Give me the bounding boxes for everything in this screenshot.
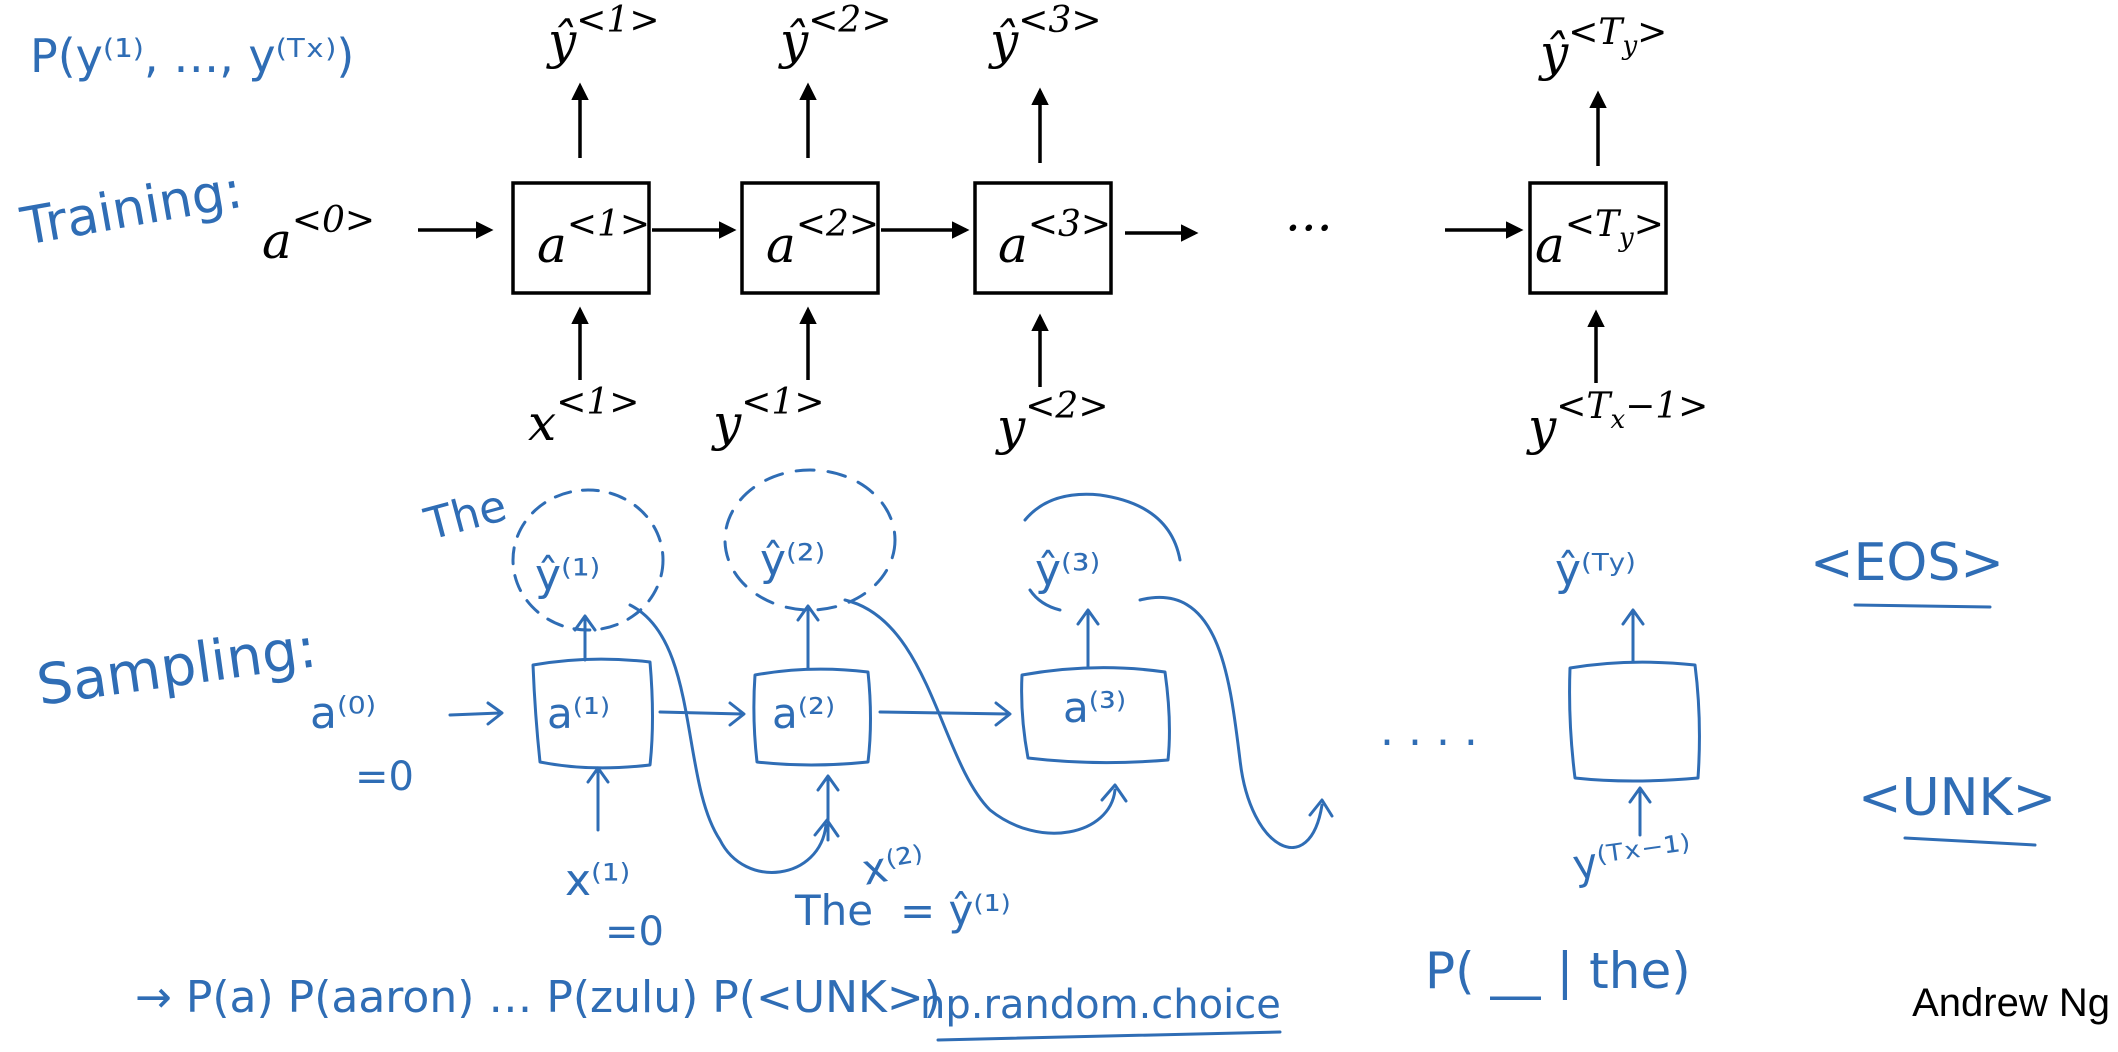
- hand-circle-yhat1: [511, 488, 665, 632]
- hand-feedback-1: [628, 603, 840, 874]
- hand-p-the: P( __ | the): [1425, 942, 1691, 1000]
- hand-sampling: Sampling:: [33, 615, 320, 718]
- hand-yhatty: ŷ⁽ᵀʸ⁾: [1555, 545, 1636, 596]
- hand-arrow-up-ty: [1621, 608, 1645, 664]
- hand-unk-underline: [1903, 836, 2037, 847]
- hand-yhat3: ŷ⁽³⁾: [1035, 545, 1100, 596]
- hand-cell-ty: [1568, 660, 1701, 783]
- label-yhat-3: ŷ<3>: [988, 0, 1101, 70]
- hand-the-2: The: [794, 886, 873, 935]
- hand-cell-2: [752, 667, 872, 767]
- rnn-cell-2: [740, 181, 880, 295]
- hand-x1-zero: =0: [605, 909, 664, 955]
- rnn-cell-3: [973, 181, 1113, 295]
- hand-arrow-prob: → P(a) P(aaron) … P(zulu) P(<UNK>): [135, 972, 941, 1023]
- hand-eq-yhat1: = ŷ⁽¹⁾: [900, 886, 1011, 935]
- label-ellipsis: ···: [1285, 199, 1333, 257]
- hand-training: Training:: [16, 160, 247, 258]
- hand-feedback-2: [843, 598, 1128, 835]
- hand-arrow-up-3: [1076, 608, 1100, 670]
- hand-a3: a⁽³⁾: [1063, 683, 1126, 732]
- hand-arrow-2-3: [878, 701, 1012, 727]
- hand-feedback-3: [1138, 596, 1334, 849]
- hand-the-1: The: [419, 480, 512, 551]
- hand-eos: <EOS>: [1810, 533, 2004, 593]
- hand-a1: a⁽¹⁾: [547, 689, 610, 738]
- rnn-cell-ty: [1528, 181, 1668, 295]
- label-x1: x<1>: [528, 382, 639, 452]
- hand-arrow-in-1: [586, 766, 610, 832]
- label-ytx: y<Tx−1>: [1526, 386, 1708, 456]
- hand-arc-yhat3: [1023, 492, 1182, 612]
- hand-arrow-1-2: [658, 701, 746, 727]
- label-yhat-1: ŷ<1>: [546, 0, 659, 70]
- handwritten-annotations: P(y⁽¹⁾, …, y⁽ᵀˣ⁾) Training: Sampling: a⁽…: [16, 29, 2056, 1042]
- hand-unk: <UNK>: [1858, 768, 2056, 828]
- hand-np-random: np.random.choice: [920, 982, 1281, 1028]
- label-yhat-ty: ŷ<Ty>: [1538, 12, 1667, 82]
- author-credit: Andrew Ng: [1912, 981, 2110, 1025]
- label-a0: a<0>: [262, 200, 375, 270]
- hand-x2: x⁽²⁾: [858, 836, 928, 895]
- label-yhat-2: ŷ<2>: [778, 0, 891, 70]
- rnn-cell-1: [511, 181, 651, 295]
- label-a2: a<2>: [766, 204, 879, 274]
- hand-a0: a⁽⁰⁾: [310, 688, 376, 739]
- hand-arrow-up-1: [573, 614, 597, 662]
- hand-np-underline: [936, 1030, 1282, 1042]
- hand-cell-3: [1020, 666, 1171, 765]
- hand-eos-underline: [1853, 603, 1992, 609]
- hand-yhat1: ŷ⁽¹⁾: [535, 550, 600, 601]
- hand-dots: . . . .: [1380, 705, 1478, 756]
- hand-prob: P(y⁽¹⁾, …, y⁽ᵀˣ⁾): [30, 29, 354, 83]
- label-aty: a<Ty>: [1535, 204, 1664, 274]
- hand-a0-zero: =0: [355, 754, 414, 800]
- hand-cell-1: [531, 657, 654, 770]
- hand-arrow-in-ty: [1628, 786, 1652, 837]
- hand-arrow-in-2: [816, 774, 840, 842]
- label-y2: y<2>: [995, 386, 1108, 456]
- label-a1: a<1>: [537, 204, 650, 274]
- label-a3: a<3>: [998, 204, 1111, 274]
- hand-arrow-up-2: [796, 604, 820, 670]
- hand-circle-yhat2: [723, 468, 897, 612]
- hand-yhat2: ŷ⁽²⁾: [760, 535, 825, 586]
- hand-a2: a⁽²⁾: [772, 689, 835, 738]
- label-y1: y<1>: [711, 382, 824, 452]
- hand-arrow-a0: [448, 701, 504, 726]
- hand-ytx: y⁽ᵀˣ⁻¹⁾: [1570, 825, 1695, 890]
- hand-x1: x⁽¹⁾: [565, 855, 630, 906]
- training-diagram: ŷ<1> ŷ<2> ŷ<3> ŷ<Ty> a<0> a<1> a<2> a<3>…: [262, 0, 1708, 456]
